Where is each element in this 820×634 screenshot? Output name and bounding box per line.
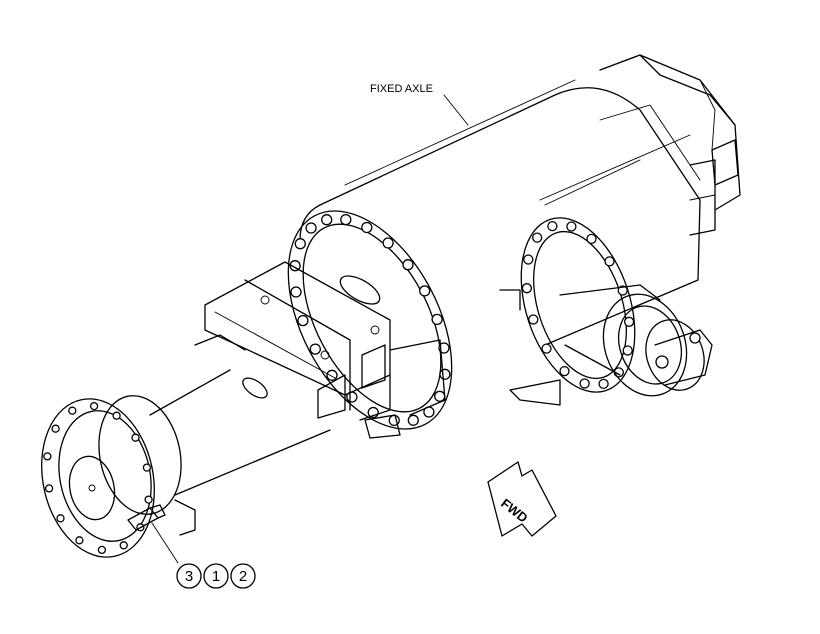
bolt — [521, 283, 533, 294]
bolt — [547, 220, 558, 232]
bolt — [297, 314, 309, 327]
bolt — [43, 452, 52, 461]
fixed-axle-leader — [443, 94, 469, 126]
callout-3: 3 — [176, 563, 202, 589]
bolt — [56, 514, 65, 523]
bolt — [431, 313, 443, 326]
mounting-block — [204, 261, 521, 439]
axle-housing-drum — [299, 54, 741, 346]
bolt — [89, 401, 99, 411]
bolt — [305, 222, 317, 234]
bolt — [617, 285, 628, 296]
bolt — [112, 411, 121, 420]
bolt — [44, 484, 54, 493]
axle-tube — [149, 334, 331, 536]
drum-flange-left — [287, 210, 453, 430]
bolt — [532, 232, 543, 243]
svg-text:1: 1 — [212, 568, 220, 585]
bolt — [622, 345, 633, 356]
bolt — [407, 414, 419, 426]
bolt — [289, 260, 301, 272]
svg-text:2: 2 — [239, 568, 247, 585]
bolt — [51, 424, 60, 433]
bolt — [523, 254, 534, 265]
bolt — [144, 495, 153, 504]
callout-2: 2 — [230, 563, 256, 589]
bolt — [75, 536, 84, 545]
bolt — [326, 369, 338, 381]
bolt — [382, 237, 394, 249]
bolt — [559, 365, 570, 377]
callout-1: 1 — [203, 563, 229, 589]
bolt — [419, 285, 431, 297]
bolt — [294, 238, 306, 250]
bolt — [361, 221, 373, 234]
bolt — [541, 343, 552, 354]
bolt — [402, 259, 414, 271]
bolt — [579, 378, 590, 389]
fixed-axle-label: FIXED AXLE — [370, 83, 433, 95]
bolt — [340, 213, 352, 226]
bolt — [566, 221, 577, 232]
bolt — [528, 314, 539, 325]
bolt — [439, 368, 451, 380]
drain-plug-fitting — [127, 504, 179, 564]
bolt — [290, 286, 302, 298]
bolt — [119, 541, 128, 550]
bolt — [309, 343, 321, 355]
bolt — [321, 214, 333, 226]
drum-flange-right — [509, 217, 713, 406]
bolt — [434, 390, 446, 402]
wheel-hub — [41, 395, 182, 558]
svg-text:3: 3 — [185, 568, 193, 585]
bolt — [131, 433, 140, 442]
callout-group: 3 1 2 — [176, 563, 256, 589]
bolt — [97, 545, 107, 555]
bolt — [623, 316, 635, 327]
bolt — [598, 378, 609, 390]
bolt — [604, 256, 615, 267]
fwd-arrow: FWD — [487, 461, 557, 537]
bolt — [586, 233, 597, 245]
bolt — [68, 406, 77, 415]
bolt — [142, 463, 152, 472]
